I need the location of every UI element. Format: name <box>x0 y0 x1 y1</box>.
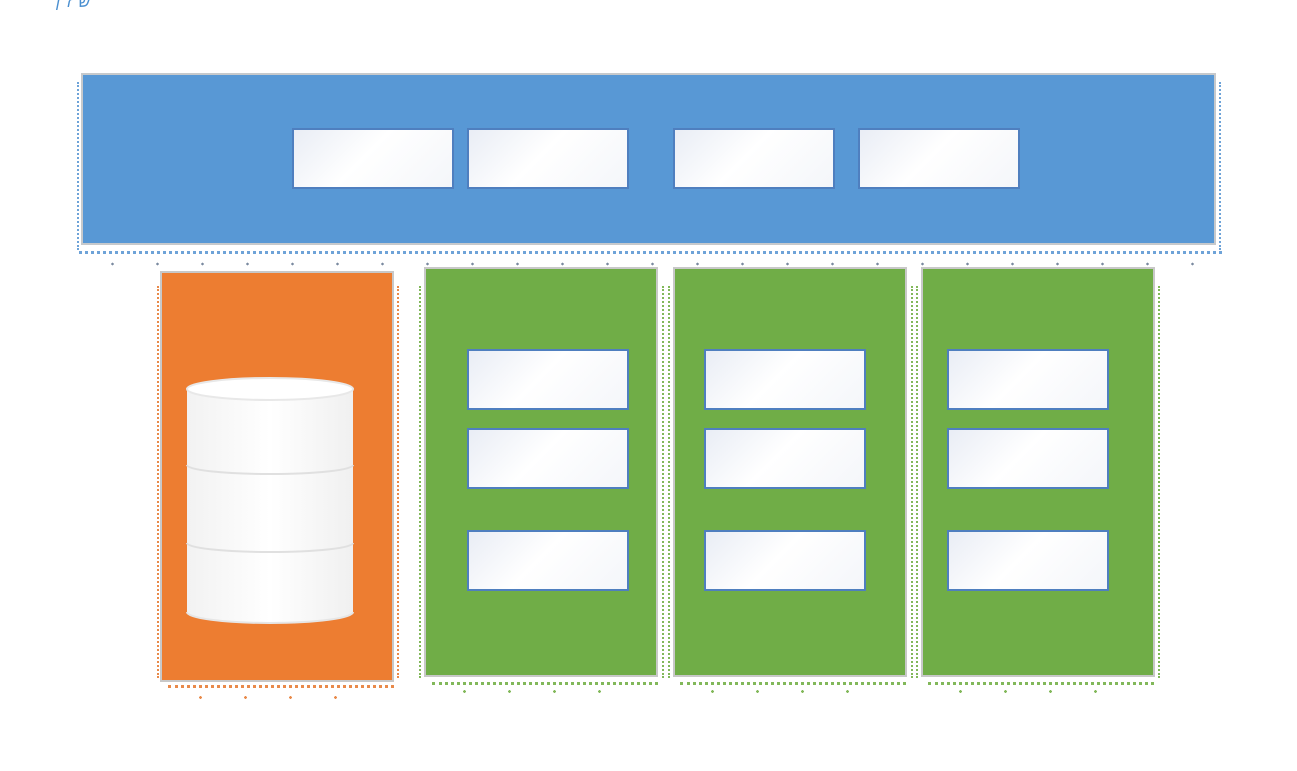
service-column-2-dotted-right <box>911 286 913 678</box>
service-column-2-box-2 <box>704 428 866 489</box>
service-column-1-box-3 <box>467 530 629 591</box>
storage-column-tick-row <box>178 696 378 699</box>
service-column-3-tick-row <box>938 690 1138 693</box>
service-column-1-dotted-bottom <box>432 682 658 685</box>
service-column-3-dotted-bottom <box>928 682 1154 685</box>
service-column-2-tick-row <box>690 690 890 693</box>
top-band <box>81 73 1216 245</box>
top-band-dotted-bottom <box>79 251 1222 254</box>
service-column-2-box-3 <box>704 530 866 591</box>
corner-mark-text: ש ז ן <box>56 0 91 11</box>
top-box-4 <box>858 128 1020 189</box>
service-column-2-box-1 <box>704 349 866 410</box>
service-column-2-dotted-left <box>668 286 670 678</box>
top-band-tick-row <box>90 262 1220 266</box>
top-band-dotted-left <box>77 82 79 250</box>
service-column-2-dotted-bottom <box>680 682 906 685</box>
top-box-3 <box>673 128 835 189</box>
storage-column-dotted-left <box>157 286 159 678</box>
service-column-1-box-2 <box>467 428 629 489</box>
storage-column-dotted-bottom <box>168 685 394 688</box>
top-box-1 <box>292 128 454 189</box>
service-column-3-dotted-right <box>1158 286 1160 678</box>
service-column-1-tick-row <box>442 690 642 693</box>
top-band-dotted-right <box>1219 82 1221 250</box>
service-column-1-box-1 <box>467 349 629 410</box>
service-column-1-dotted-right <box>662 286 664 678</box>
service-column-3-box-1 <box>947 349 1109 410</box>
top-box-2 <box>467 128 629 189</box>
database-cylinder-icon <box>186 377 354 624</box>
service-column-3-box-2 <box>947 428 1109 489</box>
service-column-3-dotted-left <box>916 286 918 678</box>
storage-column-dotted-right <box>397 286 399 678</box>
service-column-1-dotted-left <box>419 286 421 678</box>
service-column-3-box-3 <box>947 530 1109 591</box>
